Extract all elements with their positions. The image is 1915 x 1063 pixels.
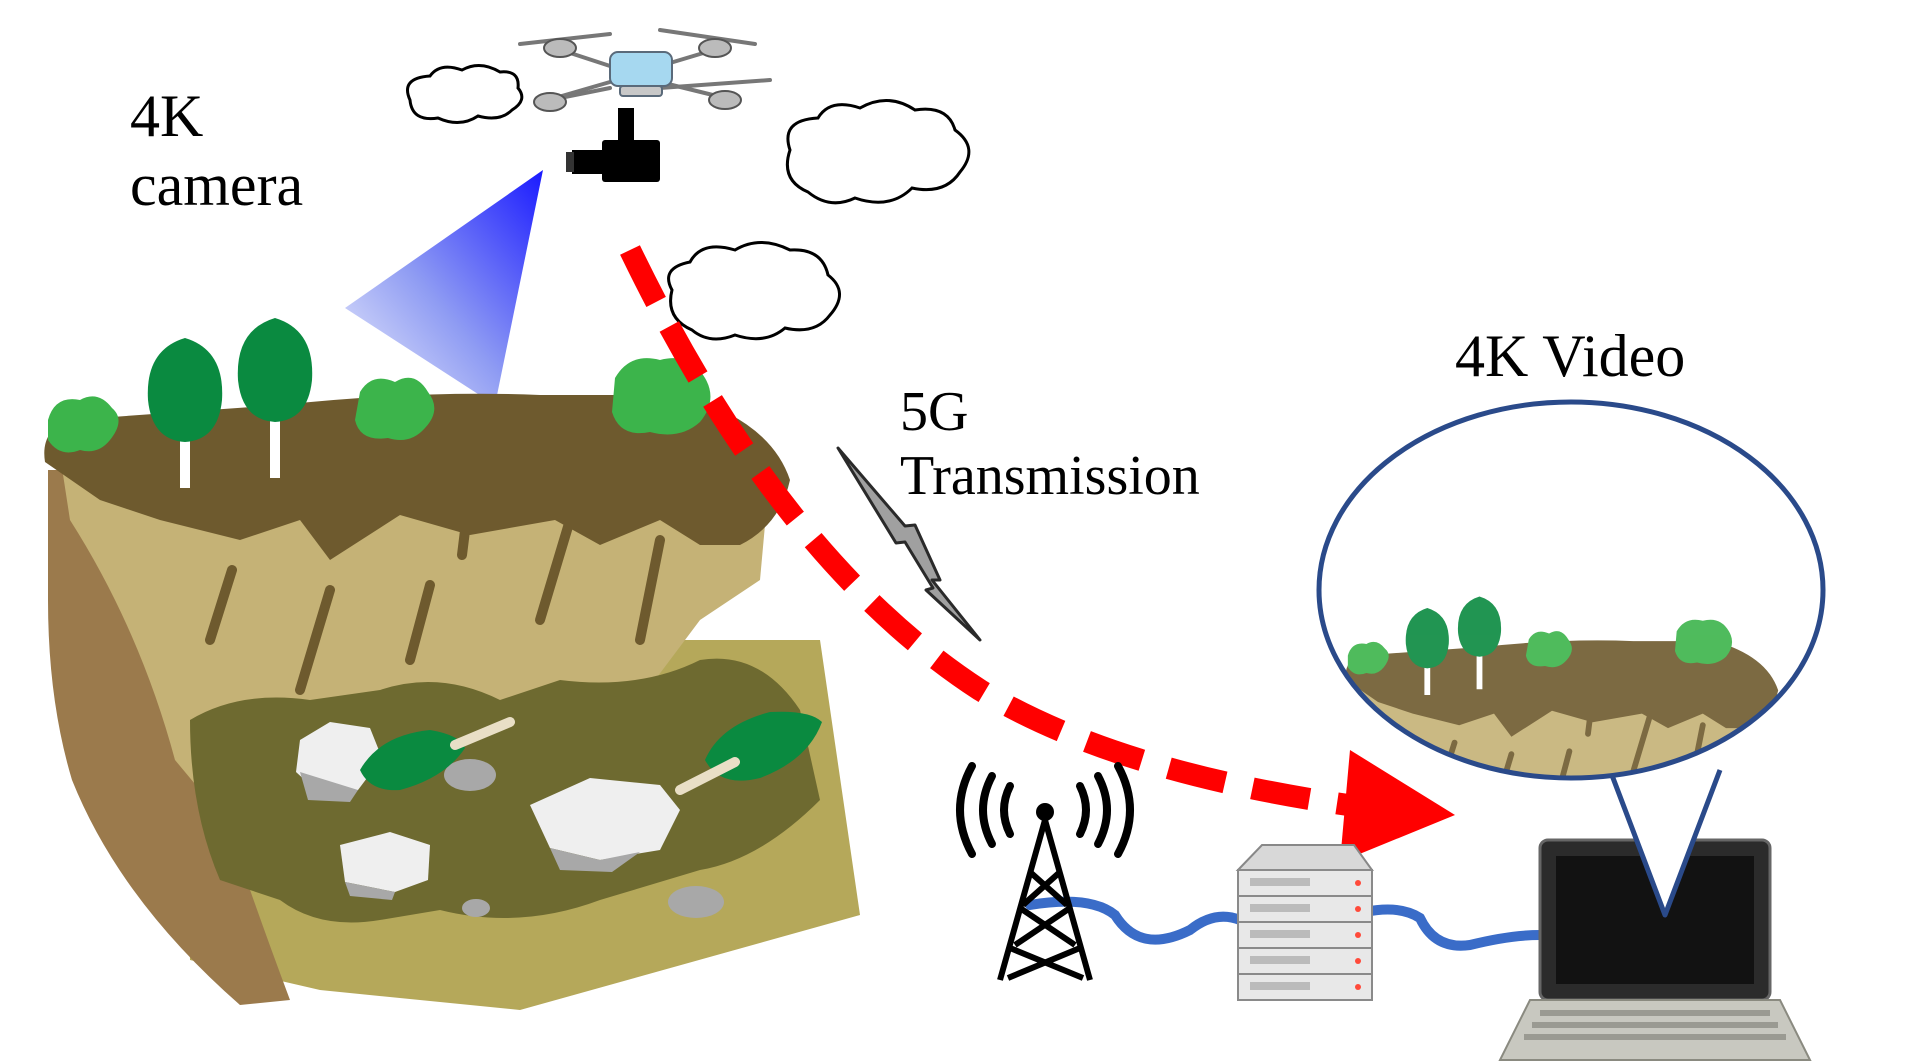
network-cable bbox=[1025, 896, 1545, 951]
server-icon bbox=[1235, 844, 1374, 1001]
antenna-tower-icon bbox=[956, 762, 1134, 981]
camera-label-line1: 4K bbox=[130, 83, 204, 149]
video-label: 4K Video bbox=[1455, 323, 1686, 389]
cloud-icon bbox=[667, 241, 841, 341]
cloud-icon bbox=[785, 99, 971, 205]
video-bubble-tail bbox=[1607, 769, 1723, 918]
video-preview-bubble bbox=[1316, 399, 1826, 781]
camera-label-line2: camera bbox=[130, 152, 304, 218]
camera-icon bbox=[566, 108, 660, 182]
lightning-icon bbox=[836, 446, 982, 642]
laptop-icon bbox=[1498, 838, 1812, 1061]
camera-view-beam bbox=[345, 170, 543, 405]
drone-icon bbox=[518, 28, 772, 112]
transmission-label-line1: 5G bbox=[900, 381, 969, 443]
transmission-arrow bbox=[620, 245, 1455, 862]
transmission-label-line2: Transmission bbox=[900, 445, 1200, 508]
camera-label: 4K camera bbox=[130, 82, 303, 220]
transmission-label: 5G Transmission bbox=[900, 380, 1200, 509]
cloud-icon bbox=[406, 64, 524, 124]
